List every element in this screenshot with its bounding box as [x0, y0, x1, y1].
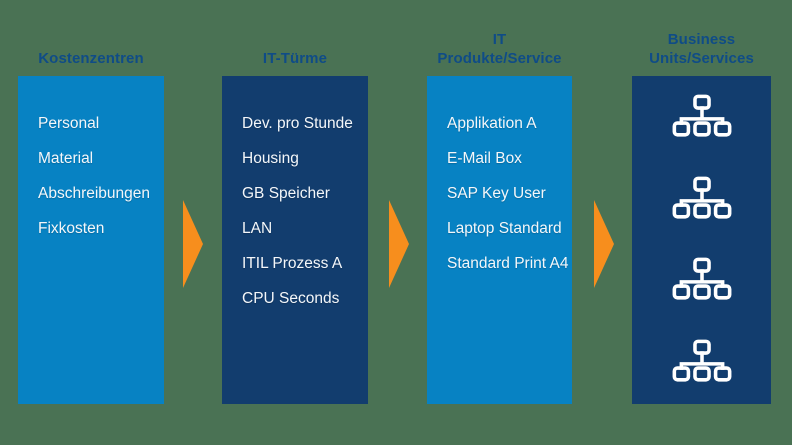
header-line: Kostenzentren [38, 50, 144, 67]
list-item: LAN [242, 220, 273, 237]
list-item: Dev. pro Stunde [242, 115, 353, 132]
header-line: IT-Türme [262, 50, 328, 67]
org-chart-icon [672, 176, 731, 219]
column-it-tuerme: Dev. pro Stunde Housing GB Speicher LAN … [222, 76, 368, 404]
list-item: GB Speicher [242, 185, 330, 202]
column-it-produkte-service: Applikation A E-Mail Box SAP Key User La… [427, 76, 572, 404]
column-kostenzentren: Personal Material Abschreibungen Fixkost… [18, 76, 164, 404]
list-item: Standard Print A4 [447, 255, 569, 272]
flow-arrow-right [389, 200, 409, 288]
column-header-it-produkte-service: IT Produkte/Service [427, 28, 572, 68]
column-header-business-units: Business Units/Services [632, 28, 771, 68]
kostenzentren-list: Personal Material Abschreibungen Fixkost… [18, 76, 164, 246]
list-item: ITIL Prozess A [242, 255, 343, 272]
org-chart-icon [672, 94, 731, 137]
list-item: Fixkosten [38, 220, 105, 237]
list-item: Material [38, 150, 94, 167]
column-header-it-tuerme: IT-Türme [222, 28, 368, 68]
it-produkte-list: Applikation A E-Mail Box SAP Key User La… [427, 76, 572, 281]
column-business-units [632, 76, 771, 404]
header-line: Business [667, 31, 736, 48]
org-chart-icon [672, 339, 731, 382]
list-item: Laptop Standard [447, 220, 562, 237]
list-item: Housing [242, 150, 299, 167]
header-line: IT [492, 31, 507, 48]
list-item: Applikation A [447, 115, 537, 132]
it-tuerme-list: Dev. pro Stunde Housing GB Speicher LAN … [222, 76, 368, 316]
flow-arrow-right [183, 200, 203, 288]
list-item: Personal [38, 115, 100, 132]
list-item: E-Mail Box [447, 150, 522, 167]
flow-arrow-right [594, 200, 614, 288]
header-line: Produkte/Service [437, 50, 562, 67]
list-item: Abschreibungen [38, 185, 151, 202]
header-line: Units/Services [649, 50, 754, 67]
list-item: SAP Key User [447, 185, 546, 202]
org-chart-icon [672, 257, 731, 300]
list-item: CPU Seconds [242, 290, 340, 307]
column-header-kostenzentren: Kostenzentren [18, 28, 164, 68]
